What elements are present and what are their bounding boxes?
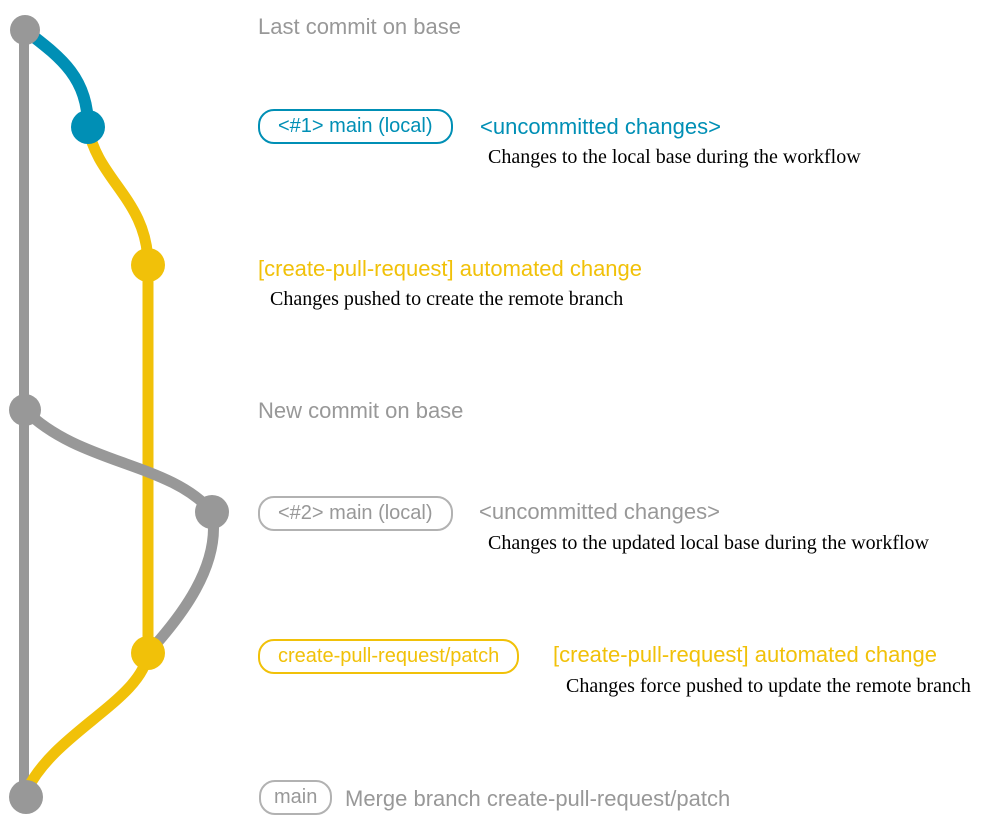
merge-commit-label: Merge branch create-pull-request/patch: [345, 786, 731, 811]
commit-node-patch-2: [131, 636, 165, 670]
badge-patch-branch: create-pull-request/patch: [258, 639, 520, 674]
badge-main-final: main: [259, 780, 333, 815]
rebase-curve: [142, 506, 219, 659]
new-commit-label: New commit on base: [258, 398, 464, 423]
commit-node-base-new: [9, 394, 41, 426]
caption-local-base-changes: Changes to the local base during the wor…: [488, 146, 861, 168]
commit-node-merge: [9, 780, 43, 814]
commit-node-patch-1: [131, 248, 165, 282]
badge-main-local-1: <#1> main (local): [258, 109, 453, 144]
caption-updated-local-base-changes: Changes to the updated local base during…: [488, 532, 929, 554]
patch-merge-curve: [21, 647, 154, 796]
automated-change-2-label: [create-pull-request] automated change: [553, 642, 938, 667]
last-commit-label: Last commit on base: [258, 14, 461, 39]
caption-force-push-update-branch: Changes force pushed to update the remot…: [566, 675, 971, 697]
uncommitted-changes-1-label: <uncommitted changes>: [480, 114, 721, 139]
badge-main-local-2: <#2> main (local): [258, 496, 453, 531]
commit-node-main-local-1: [71, 110, 105, 144]
uncommitted-changes-2-label: <uncommitted changes>: [479, 499, 720, 524]
automated-change-1-label: [create-pull-request] automated change: [258, 256, 643, 281]
commit-node-base-top: [10, 15, 40, 45]
base-update-curve: [19, 404, 218, 518]
commit-node-main-local-2: [195, 495, 229, 529]
caption-push-create-branch: Changes pushed to create the remote bran…: [270, 288, 624, 310]
local-changes-curve: [19, 24, 94, 133]
patch-branch-line: [82, 121, 154, 659]
